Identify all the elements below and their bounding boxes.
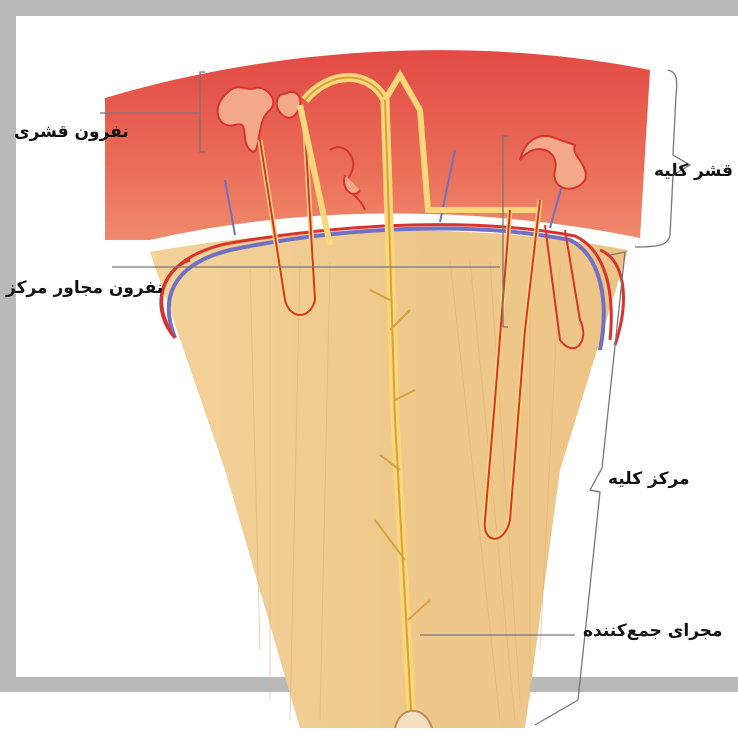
label-medulla: مرکز کلیه [608,471,690,488]
label-cortex: قشر کلیه [654,163,733,180]
label-cortical-nephron: نفرون قشری [14,124,129,141]
label-collecting-duct: مجرای جمع‌کننده [583,623,723,640]
label-juxtamedullary-nephron: نفرون مجاور مرکز [6,280,163,297]
